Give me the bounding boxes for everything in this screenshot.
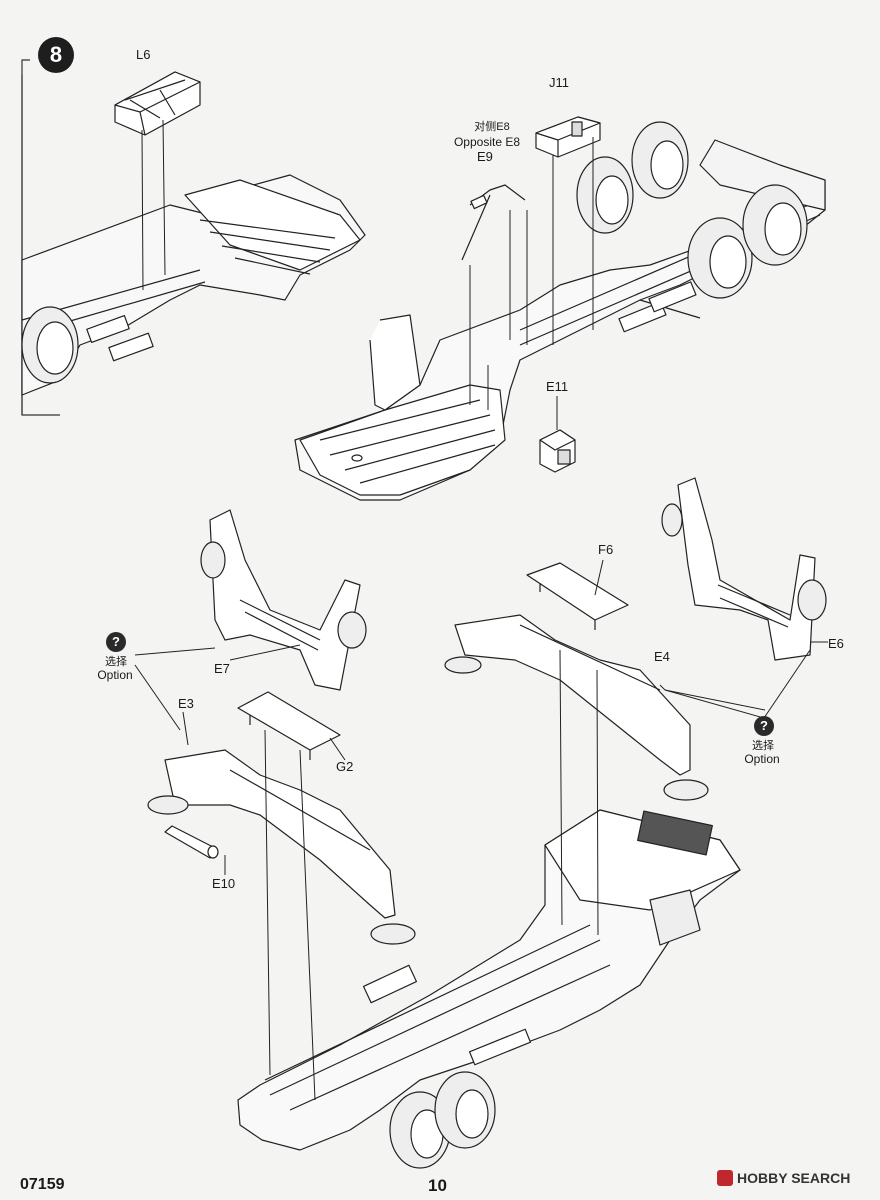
label-e7: E7 (214, 661, 230, 676)
leader-e4-b (664, 689, 766, 711)
question-icon: ? (754, 716, 774, 736)
leader-f6 (594, 559, 604, 596)
part-l6-box (114, 71, 201, 136)
part-j11 (535, 116, 601, 158)
part-e6-bracket (661, 477, 827, 661)
part-e3-outrigger (147, 749, 416, 945)
watermark-logo-icon (717, 1170, 733, 1186)
arrow-l6-1 (141, 129, 144, 291)
part-g2-plate (237, 691, 341, 760)
label-e9: E9 (477, 149, 493, 164)
arrow-g2-1 (264, 729, 271, 1076)
label-e6: E6 (828, 636, 844, 651)
part-e9 (461, 184, 526, 261)
label-f6: F6 (598, 542, 614, 557)
label-l6: L6 (136, 47, 151, 62)
rear-wheels (576, 121, 808, 299)
label-e3: E3 (178, 696, 194, 711)
question-icon: ? (106, 632, 126, 652)
label-j11: J11 (549, 75, 569, 90)
page-number: 10 (428, 1176, 447, 1195)
arrow-f6-2 (596, 669, 599, 936)
part-e4-outrigger (444, 614, 709, 801)
arrow-g2-2 (299, 749, 316, 1101)
option-right-en: Option (744, 752, 780, 766)
step-number-badge: 8 (38, 37, 74, 73)
label-e10: E10 (212, 876, 236, 891)
option-right-cn: 选择 (752, 740, 774, 752)
leader-e7 (229, 644, 301, 661)
part-e11 (539, 429, 576, 473)
leader-option-right-2 (763, 649, 811, 719)
leader-option-left-1 (134, 647, 216, 656)
label-e8-opposite-cn: 对侧E8 (474, 121, 510, 133)
label-e8-opposite-en: Opposite E8 (453, 135, 521, 149)
option-left-cn: 选择 (105, 656, 127, 668)
arrow-f6-1 (559, 649, 563, 926)
watermark: HOBBY SEARCH (717, 1170, 850, 1186)
leader-option-left-2 (134, 664, 181, 731)
part-e10 (164, 825, 219, 859)
arrow-l6-2 (162, 119, 166, 276)
label-e11: E11 (546, 379, 569, 394)
leader-e4 (659, 684, 666, 691)
trailer-lower (237, 809, 741, 1169)
chassis-front-section (21, 174, 366, 396)
leader-g2 (329, 737, 346, 761)
option-left-en: Option (97, 668, 133, 682)
product-code: 07159 (20, 1176, 65, 1193)
label-e4: E4 (654, 649, 670, 664)
part-f6-plate (526, 562, 629, 630)
leader-option-right-1 (664, 689, 765, 719)
leader-e3 (182, 711, 189, 746)
label-g2: G2 (336, 759, 354, 774)
part-e7-bracket (200, 509, 367, 691)
watermark-text: HOBBY SEARCH (737, 1170, 851, 1186)
